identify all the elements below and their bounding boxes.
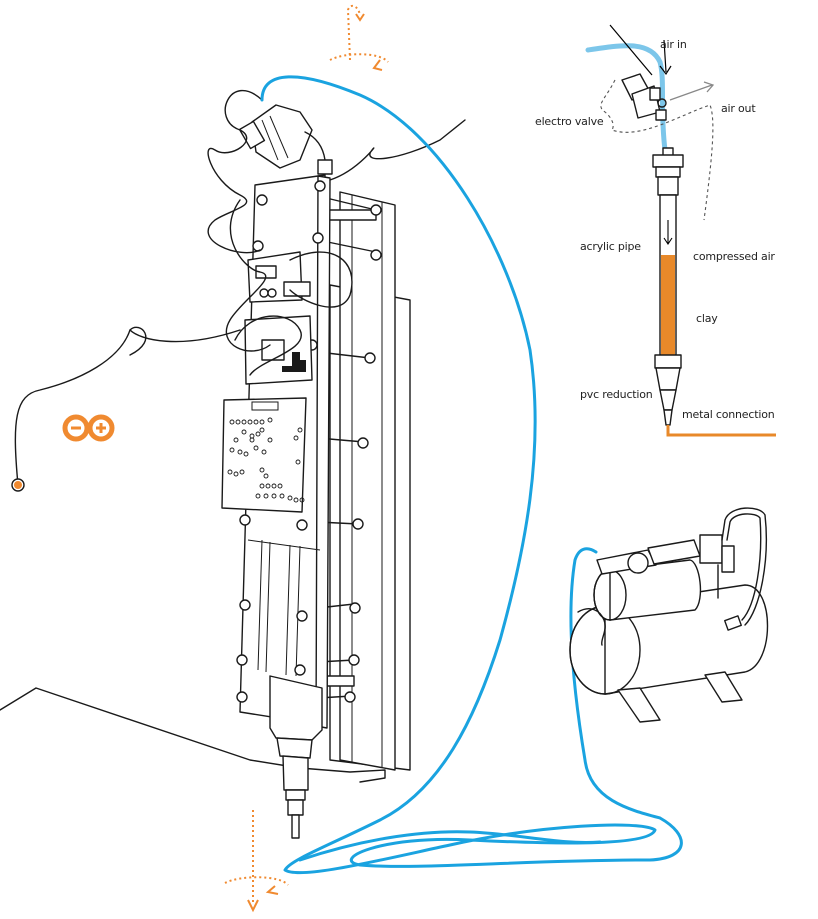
pcb-hole (293, 435, 299, 441)
rear-rail (339, 191, 396, 771)
pcb-hole (253, 445, 259, 451)
air-compressor (569, 507, 769, 723)
pcb-hole (263, 493, 269, 499)
pcb-hole (259, 427, 265, 433)
extruder-valve (238, 104, 333, 175)
pcb-hole (253, 419, 259, 425)
pcb-hole (293, 497, 299, 503)
pcb-board (221, 397, 307, 513)
pcb-hole (255, 493, 261, 499)
pcb-hole (299, 497, 305, 503)
pcb-hole (259, 483, 265, 489)
pcb-hole (287, 495, 293, 501)
pcb-hole (279, 493, 285, 499)
extruder-detail (585, 24, 776, 437)
pcb-hole (247, 419, 253, 425)
pcb-hole (235, 419, 241, 425)
pcb-hole (271, 483, 277, 489)
pcb-hole (237, 449, 243, 455)
label-acrylic-pipe: acrylic pipe (580, 240, 641, 253)
label-air-out: air out (721, 102, 756, 115)
label-pvc-reduction: pvc reduction (580, 388, 653, 401)
pcb-hole (233, 471, 239, 477)
pcb-hole (297, 427, 303, 433)
pcb-hole (265, 483, 271, 489)
pcb-holes (227, 417, 305, 503)
pcb-hole (229, 447, 235, 453)
driver-board (244, 251, 313, 385)
label-clay: clay (696, 312, 718, 325)
pcb-hole (227, 469, 233, 475)
pcb-hole (243, 451, 249, 457)
pcb-hole (229, 419, 235, 425)
floor-line (0, 687, 386, 783)
cable-plug (11, 478, 25, 492)
air-tube (260, 75, 683, 875)
extruder-nozzle (269, 675, 323, 839)
pcb-hole (239, 469, 245, 475)
arduino-logo-icon (62, 414, 115, 442)
pcb-hole (241, 419, 247, 425)
rotation-axis-bottom-icon (224, 810, 289, 913)
wires (14, 89, 466, 486)
rotation-axis-top-icon (329, 4, 389, 71)
pcb-hole (267, 437, 273, 443)
pcb-hole (271, 493, 277, 499)
pcb-hole (261, 449, 267, 455)
pcb-hole (249, 437, 255, 443)
label-air-in: air in (660, 38, 687, 51)
pcb-hole (259, 467, 265, 473)
pcb-hole (259, 419, 265, 425)
pcb-hole (267, 417, 273, 423)
pcb-hole (255, 431, 261, 437)
label-electro-valve: electro valve (535, 115, 604, 128)
pcb-hole (277, 483, 283, 489)
pcb-hole (233, 437, 239, 443)
pcb-hole (241, 429, 247, 435)
pcb-hole (263, 473, 269, 479)
pcb-hole (295, 459, 301, 465)
label-metal-connection: metal connection (682, 408, 775, 421)
label-compressed-air: compressed air (693, 250, 775, 263)
